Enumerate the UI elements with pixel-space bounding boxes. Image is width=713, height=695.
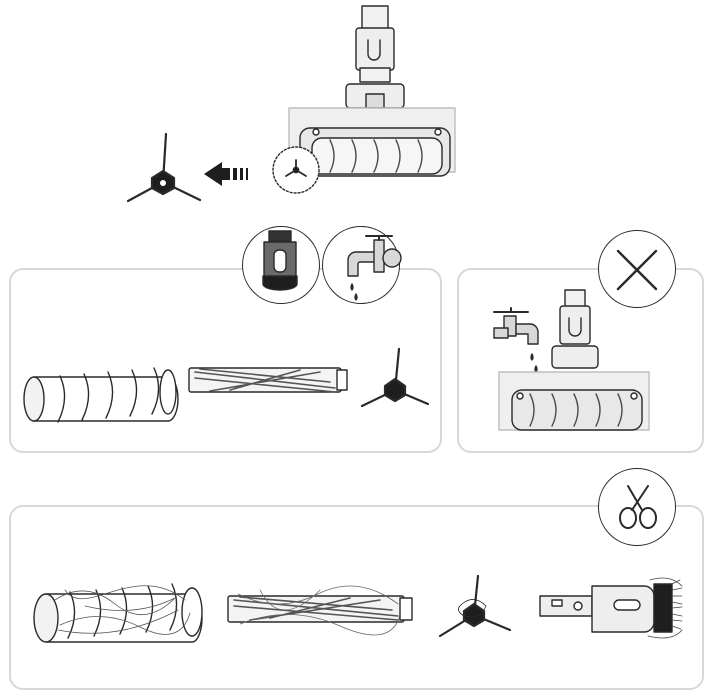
small-side-brush-icon — [285, 159, 307, 177]
vacuum-head-icon — [288, 5, 456, 177]
side-brush-icon — [126, 132, 202, 203]
side-brush-icon-2 — [360, 347, 430, 408]
water-tap-icon — [347, 235, 402, 301]
vacuum-head-icon-2 — [498, 289, 650, 431]
roller-cover-icon — [23, 367, 179, 423]
scissors-icon — [619, 485, 657, 529]
prohibited-x-icon — [616, 249, 658, 291]
arrow-left-icon — [204, 162, 248, 186]
tangled-bristle-roller-icon — [227, 585, 413, 636]
bristle-roller-icon — [188, 367, 348, 393]
dust-cup-icon — [262, 230, 298, 291]
scissors-badge — [598, 468, 676, 546]
tangled-dust-brush-icon — [539, 577, 683, 639]
water-tap-icon-2 — [493, 307, 539, 373]
tangled-side-brush-icon — [438, 574, 512, 638]
tangled-roller-cover-icon — [33, 583, 203, 643]
